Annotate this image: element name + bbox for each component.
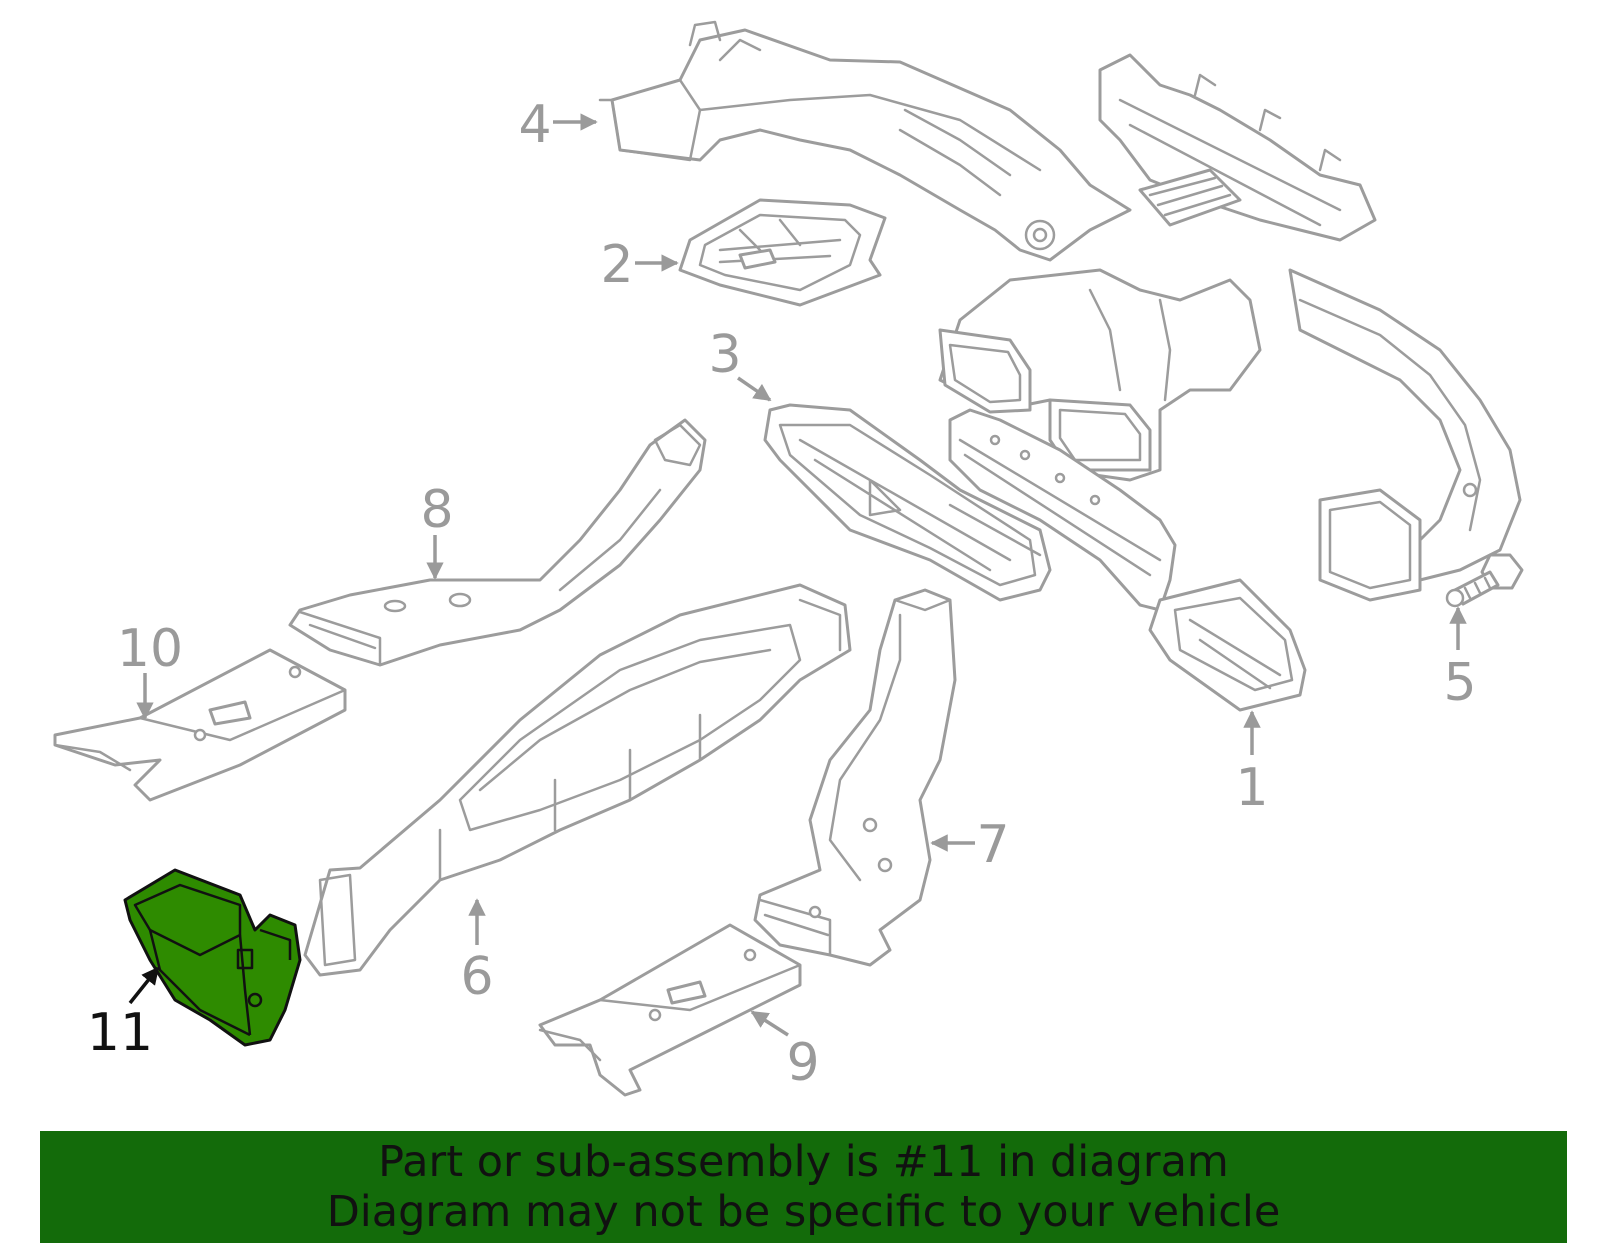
part-6-floor-duct (303, 583, 852, 977)
callout-8: 8 (420, 480, 453, 540)
callout-10: 10 (117, 619, 183, 679)
leader-9 (750, 1010, 789, 1037)
leader-11 (128, 966, 160, 1005)
callout-5: 5 (1443, 653, 1476, 713)
leader-3 (737, 376, 772, 402)
part-7-duct (753, 588, 957, 967)
part-5-bolt (1445, 553, 1524, 608)
part-1-right-duct (1098, 53, 1522, 602)
callout-6: 6 (460, 947, 493, 1007)
callout-labels: 1 2 3 4 5 6 7 8 9 10 11 (87, 95, 1477, 1093)
part-3-vent (763, 403, 1052, 602)
part-9-duct (538, 923, 802, 1097)
part-2-vent (678, 198, 887, 307)
callout-1: 1 (1235, 758, 1268, 818)
callout-4: 4 (518, 95, 551, 155)
part-8-duct (288, 418, 707, 667)
part-1-center-vents (938, 268, 1262, 482)
banner-line-1: Part or sub-assembly is #11 in diagram (378, 1137, 1229, 1187)
part-1-lower-bracket (948, 408, 1307, 712)
banner-line-2: Diagram may not be specific to your vehi… (326, 1187, 1281, 1237)
callout-11: 11 (87, 1003, 153, 1063)
part-4-main-duct (598, 20, 1132, 262)
leader-lines (128, 113, 1467, 1037)
callout-9: 9 (786, 1033, 819, 1093)
info-banner: Part or sub-assembly is #11 in diagram D… (40, 1131, 1567, 1243)
part-10-duct (53, 648, 347, 802)
callout-7: 7 (976, 815, 1009, 875)
callout-2: 2 (600, 235, 633, 295)
callout-3: 3 (708, 325, 741, 385)
